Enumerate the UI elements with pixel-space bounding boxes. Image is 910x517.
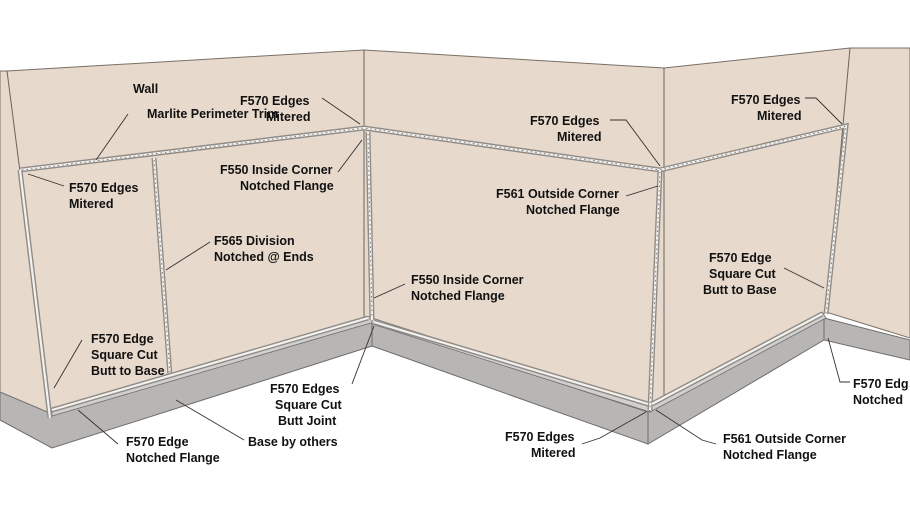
top-left-edges-callout: F570 Edges Mitered (240, 94, 310, 124)
callout-line: F570 Edges (530, 114, 600, 128)
callout-line: Notched Flange (126, 451, 220, 465)
wall-label: Wall (133, 82, 158, 96)
callout-line: Square Cut (91, 348, 159, 362)
callout-line: Square Cut (709, 267, 777, 281)
inside-corner-trim (365, 131, 375, 321)
perimeter-trim-label: Marlite Perimeter Trim (147, 107, 278, 121)
notched-flange-left-callout: F570 Edge Notched Flange (126, 435, 220, 465)
callout-line: F561 Outside Corner (496, 187, 619, 201)
top-right-edges-callout: F570 Edges Mitered (731, 93, 801, 123)
callout-line: F550 Inside Corner (220, 163, 333, 177)
callout-line: Notched Flange (723, 448, 817, 462)
bottom-edge-trim (51, 311, 824, 413)
callout-line: F570 Edge (91, 332, 154, 346)
leader-lines (27, 97, 850, 445)
division-trim (151, 157, 173, 377)
callout-line: F570 Edges (505, 430, 575, 444)
callout-line: Square Cut (275, 398, 343, 412)
callout-line: Mitered (266, 110, 310, 124)
callout-line: Notched Flange (411, 289, 505, 303)
outside-corner-upper-callout: F561 Outside Corner Notched Flange (496, 187, 620, 217)
callout-line: F565 Division (214, 234, 295, 248)
far-right-callout: F570 Edg Notched (853, 377, 909, 407)
callout-line: Mitered (757, 109, 801, 123)
square-cut-left-callout: F570 Edge Square Cut Butt to Base (91, 332, 165, 378)
callout-line: Butt to Base (703, 283, 777, 297)
callout-line: Mitered (557, 130, 601, 144)
callout-line: Mitered (531, 446, 575, 460)
division-callout: F565 Division Notched @ Ends (214, 234, 314, 264)
outside-corner-lower-callout: F561 Outside Corner Notched Flange (723, 432, 846, 462)
callout-line: F570 Edg (853, 377, 909, 391)
callout-line: F570 Edges (69, 181, 139, 195)
callout-line: F570 Edges (240, 94, 310, 108)
callout-line: Notched (853, 393, 903, 407)
callout-line: F570 Edges (731, 93, 801, 107)
callout-line: Butt Joint (278, 414, 337, 428)
callout-line: Notched Flange (240, 179, 334, 193)
callout-line: Mitered (69, 197, 113, 211)
square-cut-right-callout: F570 Edge Square Cut Butt to Base (703, 251, 777, 297)
callout-line: F570 Edges (270, 382, 340, 396)
outside-corner-trim (647, 169, 663, 411)
left-panel-edge-trim (17, 169, 53, 419)
callout-line: Butt to Base (91, 364, 165, 378)
butt-joint-callout: F570 Edges Square Cut Butt Joint (270, 382, 343, 428)
base-far-right (823, 317, 910, 361)
callout-line: F550 Inside Corner (411, 273, 524, 287)
callout-line: F570 Edge (709, 251, 772, 265)
callout-line: F570 Edge (126, 435, 189, 449)
callout-line: F561 Outside Corner (723, 432, 846, 446)
inside-corner-lower-callout: F550 Inside Corner Notched Flange (411, 273, 524, 303)
callout-line: Notched Flange (526, 203, 620, 217)
left-panel-edges-callout: F570 Edges Mitered (69, 181, 139, 211)
callout-line: Notched @ Ends (214, 250, 314, 264)
top-center-edges-callout: F570 Edges Mitered (530, 114, 601, 144)
bottom-center-edges-callout: F570 Edges Mitered (505, 430, 575, 460)
base-label: Base by others (248, 435, 338, 449)
inside-corner-upper-callout: F550 Inside Corner Notched Flange (220, 163, 334, 193)
